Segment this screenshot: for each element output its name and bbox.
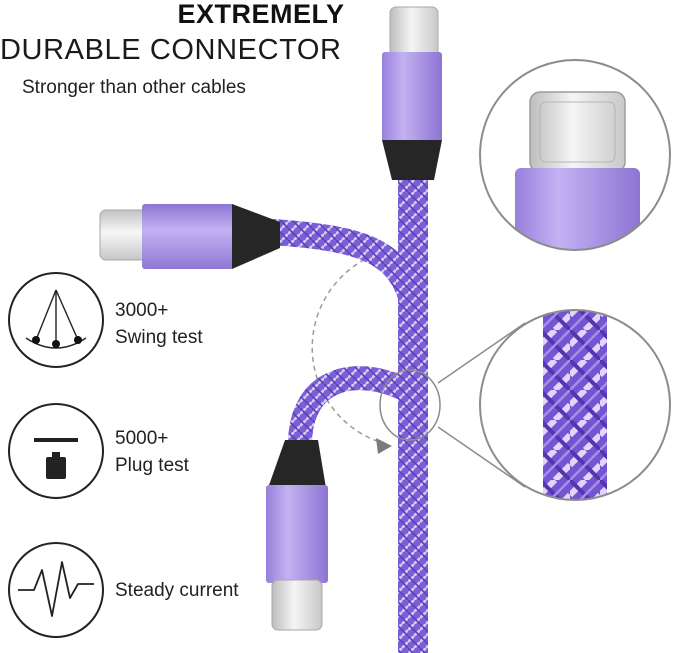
waveform-icon xyxy=(8,542,104,638)
subtitle: Stronger than other cables xyxy=(22,77,246,98)
swing-arc xyxy=(311,249,391,446)
feature-value: 3000+ xyxy=(115,300,169,321)
bottom-connector xyxy=(266,440,328,631)
feature-swing-test: 3000+ Swing test xyxy=(115,297,203,351)
arc-arrow-bottom xyxy=(376,438,392,454)
zoom-source-circle xyxy=(379,369,441,441)
pendulum-icon xyxy=(8,272,104,368)
feature-value: 5000+ xyxy=(115,428,169,449)
left-connector xyxy=(99,204,280,269)
bent-cable-bottom xyxy=(288,366,416,446)
feature-label: Swing test xyxy=(115,327,203,348)
plug-icon xyxy=(8,403,104,499)
top-connector xyxy=(382,6,442,180)
feature-plug-test: 5000+ Plug test xyxy=(115,425,189,479)
feature-steady-current: Steady current xyxy=(115,577,239,604)
feature-label: Steady current xyxy=(115,580,239,601)
bent-cable-top xyxy=(271,219,425,653)
feature-label: Plug test xyxy=(115,455,189,476)
zoom-circle-braid xyxy=(479,309,671,501)
headline-line-2: DURABLE CONNECTOR xyxy=(0,34,342,66)
zoom-circle-connector xyxy=(479,59,671,251)
headline-line-1: EXTREMELY xyxy=(177,0,345,29)
